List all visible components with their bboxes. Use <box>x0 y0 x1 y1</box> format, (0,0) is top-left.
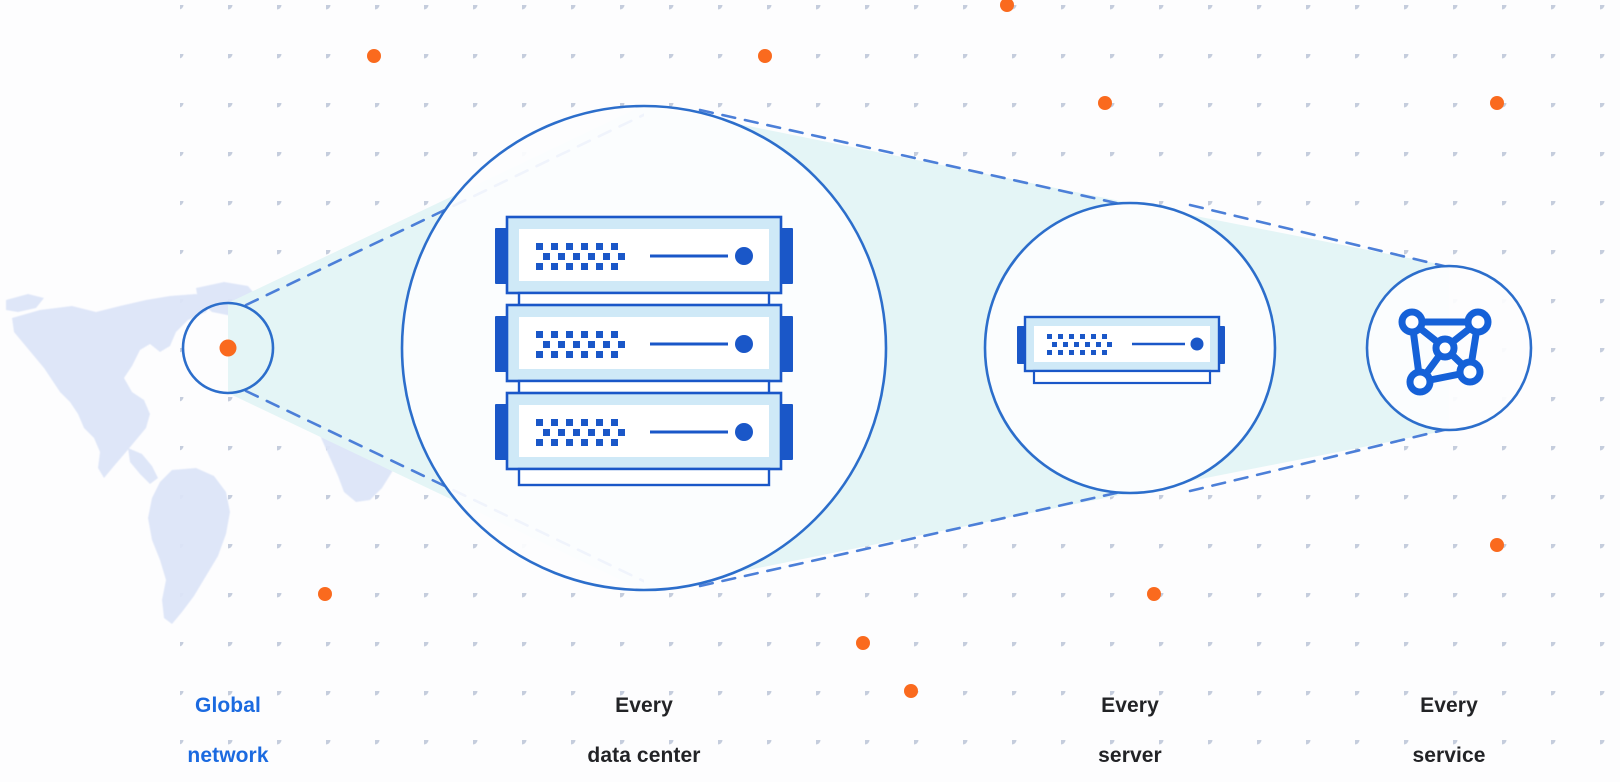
orange-accent-dot-4 <box>1490 96 1504 110</box>
server-rack-icon <box>495 215 793 487</box>
server-unit-2 <box>495 303 793 383</box>
label-every-server-line1: Every <box>1101 694 1159 717</box>
stage-circle-global-network[interactable] <box>181 301 275 395</box>
server-led-grid-1 <box>536 243 625 270</box>
label-every-data-center-line2: data center <box>587 744 701 767</box>
label-every-service-line2: service <box>1412 744 1486 767</box>
server-led-grid-2 <box>536 331 625 358</box>
orange-accent-dot-9 <box>856 636 870 650</box>
location-pin-dot <box>219 339 237 357</box>
orange-accent-dot-0 <box>1000 0 1014 12</box>
label-every-server-line2: server <box>1098 744 1162 767</box>
network-node-center <box>1432 335 1458 361</box>
orange-accent-dot-1 <box>367 49 381 63</box>
orange-accent-dot-6 <box>1490 538 1504 552</box>
server-led-grid-single <box>1047 334 1112 355</box>
label-global-network: Global network <box>128 668 328 782</box>
network-node-top-right <box>1464 308 1492 336</box>
orange-accent-dot-7 <box>318 587 332 601</box>
server-status-dot-2 <box>735 335 753 353</box>
server-status-dot-3 <box>735 423 753 441</box>
server-status-dot-1 <box>735 247 753 265</box>
orange-accent-dot-2 <box>758 49 772 63</box>
network-node-bottom-right <box>1456 358 1484 386</box>
label-every-service-line1: Every <box>1420 694 1478 717</box>
label-every-server: Every server <box>1030 668 1230 782</box>
label-global-network-line2: network <box>187 744 269 767</box>
server-status-dot-single <box>1190 337 1204 351</box>
label-every-data-center-line1: Every <box>615 694 673 717</box>
orange-accent-dot-10 <box>904 684 918 698</box>
network-graph-icon <box>1398 308 1492 396</box>
network-node-bottom-left <box>1406 368 1434 396</box>
label-global-network-line1: Global <box>195 694 261 717</box>
orange-accent-dot-3 <box>1098 96 1112 110</box>
orange-accent-dot-8 <box>1147 587 1161 601</box>
label-every-data-center: Every data center <box>544 668 744 782</box>
single-server-icon <box>1017 315 1225 385</box>
label-every-service: Every service <box>1349 668 1549 782</box>
network-node-top-left <box>1398 308 1426 336</box>
server-led-grid-3 <box>536 419 625 446</box>
